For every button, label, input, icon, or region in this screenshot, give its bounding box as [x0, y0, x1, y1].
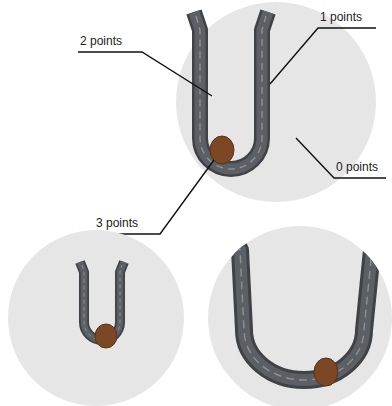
- score-label: 3 points: [96, 216, 138, 230]
- target-circle: [208, 226, 392, 406]
- horseshoe: [226, 226, 388, 380]
- stake: [314, 358, 338, 386]
- leader-line: [78, 52, 212, 96]
- leader-line: [296, 138, 386, 178]
- stake: [95, 324, 117, 348]
- leader-line: [270, 28, 376, 84]
- horseshoe: [194, 12, 268, 169]
- score-label: 1 points: [320, 10, 362, 24]
- score-label: 2 points: [80, 34, 122, 48]
- score-label: 0 points: [336, 160, 378, 174]
- leader-line: [94, 160, 214, 234]
- target-circle: [8, 230, 184, 406]
